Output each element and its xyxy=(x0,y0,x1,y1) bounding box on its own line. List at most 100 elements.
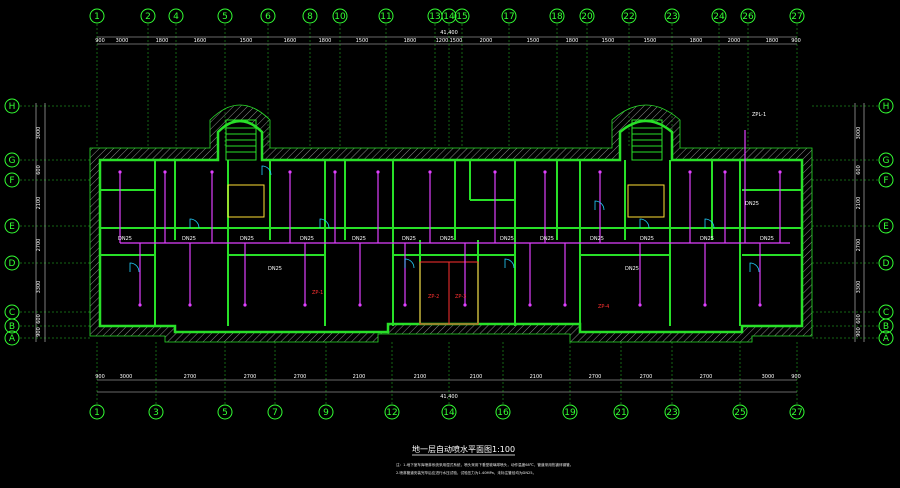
axis-bubble-top: 10 xyxy=(332,8,348,24)
axis-bubble-bottom: 7 xyxy=(267,404,283,420)
dim-bottom: 3000 xyxy=(762,374,775,380)
axis-label: F xyxy=(883,176,888,186)
dim-right: 2700 xyxy=(856,239,862,252)
axis-label: 11 xyxy=(380,12,391,22)
door-swing xyxy=(319,218,330,229)
axis-bubble-right: B xyxy=(878,318,894,334)
dim-top: 1500 xyxy=(527,38,540,44)
pipe-size-tag: DN25 xyxy=(500,236,514,242)
building-outline xyxy=(89,104,813,343)
axis-bubble-top: 22 xyxy=(621,8,637,24)
sprinkler-head xyxy=(703,303,707,307)
sprinkler-pipes xyxy=(118,130,790,307)
axis-bubble-right: E xyxy=(878,218,894,234)
axis-bubble-right: A xyxy=(878,330,894,346)
axis-label: B xyxy=(883,322,889,332)
axis-bubble-top: 23 xyxy=(664,8,680,24)
dim-bottom: 2700 xyxy=(640,374,653,380)
axis-label: A xyxy=(9,334,16,344)
pipe-size-tag: DN25 xyxy=(625,266,639,272)
axis-label: H xyxy=(9,102,16,112)
axis-bubble-bottom: 21 xyxy=(613,404,629,420)
door-swing xyxy=(404,258,415,269)
axis-label: H xyxy=(883,102,890,112)
dim-top: 900 xyxy=(791,38,801,44)
dim-left: 2100 xyxy=(36,197,42,210)
axis-bubble-left: F xyxy=(4,172,20,188)
axis-label: G xyxy=(883,156,890,166)
dim-top: 1800 xyxy=(404,38,417,44)
axis-label: 22 xyxy=(623,12,634,22)
axis-label: A xyxy=(883,334,890,344)
dim-top: 1200 xyxy=(436,38,449,44)
axis-label: F xyxy=(9,176,14,186)
axis-bubble-left: H xyxy=(4,98,20,114)
axis-bubble-top: 15 xyxy=(454,8,470,24)
dim-top: 1800 xyxy=(766,38,779,44)
axis-bubble-top: 18 xyxy=(549,8,565,24)
pipe-size-tag: DN25 xyxy=(590,236,604,242)
axis-bubble-right: C xyxy=(878,304,894,320)
axis-bubble-right: G xyxy=(878,152,894,168)
dim-top: 1800 xyxy=(566,38,579,44)
axis-label: 10 xyxy=(334,12,346,22)
axis-bubble-left: E xyxy=(4,218,20,234)
dim-bottom: 900 xyxy=(791,374,801,380)
elevator-shafts xyxy=(227,184,665,325)
dim-bottom: 2700 xyxy=(294,374,307,380)
sprinkler-head xyxy=(118,170,122,174)
pipe-size-tag: DN25 xyxy=(268,266,282,272)
dim-total-bottom: 41,400 xyxy=(440,394,458,400)
door-swing xyxy=(594,200,605,211)
sprinkler-head xyxy=(138,303,142,307)
axis-label: 27 xyxy=(791,408,802,418)
pipe-size-tag: DN25 xyxy=(300,236,314,242)
axis-label: 6 xyxy=(265,12,271,22)
axis-label: D xyxy=(9,259,16,269)
axis-bubble-top: 13 xyxy=(427,8,443,24)
axis-label: 1 xyxy=(94,12,100,22)
dim-top: 1600 xyxy=(284,38,297,44)
axis-bubble-top: 14 xyxy=(441,8,457,24)
axis-label: 1 xyxy=(94,408,100,418)
axis-label: 26 xyxy=(742,12,754,22)
dim-right: 900 xyxy=(856,327,862,337)
dim-total-top: 41,400 xyxy=(440,30,458,36)
axis-bubble-bottom: 9 xyxy=(318,404,334,420)
axis-label: 12 xyxy=(386,408,397,418)
sprinkler-head xyxy=(210,170,214,174)
axis-label: 17 xyxy=(503,12,514,22)
axis-bubble-right: D xyxy=(878,255,894,271)
dim-right: 600 xyxy=(856,165,862,175)
zone-tag: ZP-1 xyxy=(312,290,323,296)
sprinkler-head xyxy=(288,170,292,174)
sprinkler-head xyxy=(358,303,362,307)
axis-bubble-top: 6 xyxy=(260,8,276,24)
axis-bubble-bottom: 25 xyxy=(732,404,748,420)
axis-bubble-bottom: 14 xyxy=(441,404,457,420)
dim-bottom: 3000 xyxy=(120,374,133,380)
axis-label: 9 xyxy=(323,408,329,418)
axis-label: C xyxy=(9,308,15,318)
axis-label: 19 xyxy=(564,408,576,418)
axis-label: 25 xyxy=(734,408,745,418)
sprinkler-head xyxy=(428,170,432,174)
axis-label: 23 xyxy=(666,12,677,22)
dim-top: 1500 xyxy=(602,38,615,44)
sprinkler-head xyxy=(376,170,380,174)
axis-label: G xyxy=(9,156,16,166)
axis-bubble-bottom: 19 xyxy=(562,404,578,420)
riser-label: ZPL-1 xyxy=(752,112,766,118)
axis-bubble-top: 27 xyxy=(789,8,805,24)
zone-tag: ZP-2 xyxy=(428,294,439,300)
dim-left: 3000 xyxy=(36,127,42,140)
axis-bubble-right: F xyxy=(878,172,894,188)
axis-label: 5 xyxy=(222,408,228,418)
dim-left: 900 xyxy=(36,327,42,337)
dim-left: 600 xyxy=(36,314,42,324)
dim-top: 1600 xyxy=(194,38,207,44)
sprinkler-head xyxy=(493,170,497,174)
